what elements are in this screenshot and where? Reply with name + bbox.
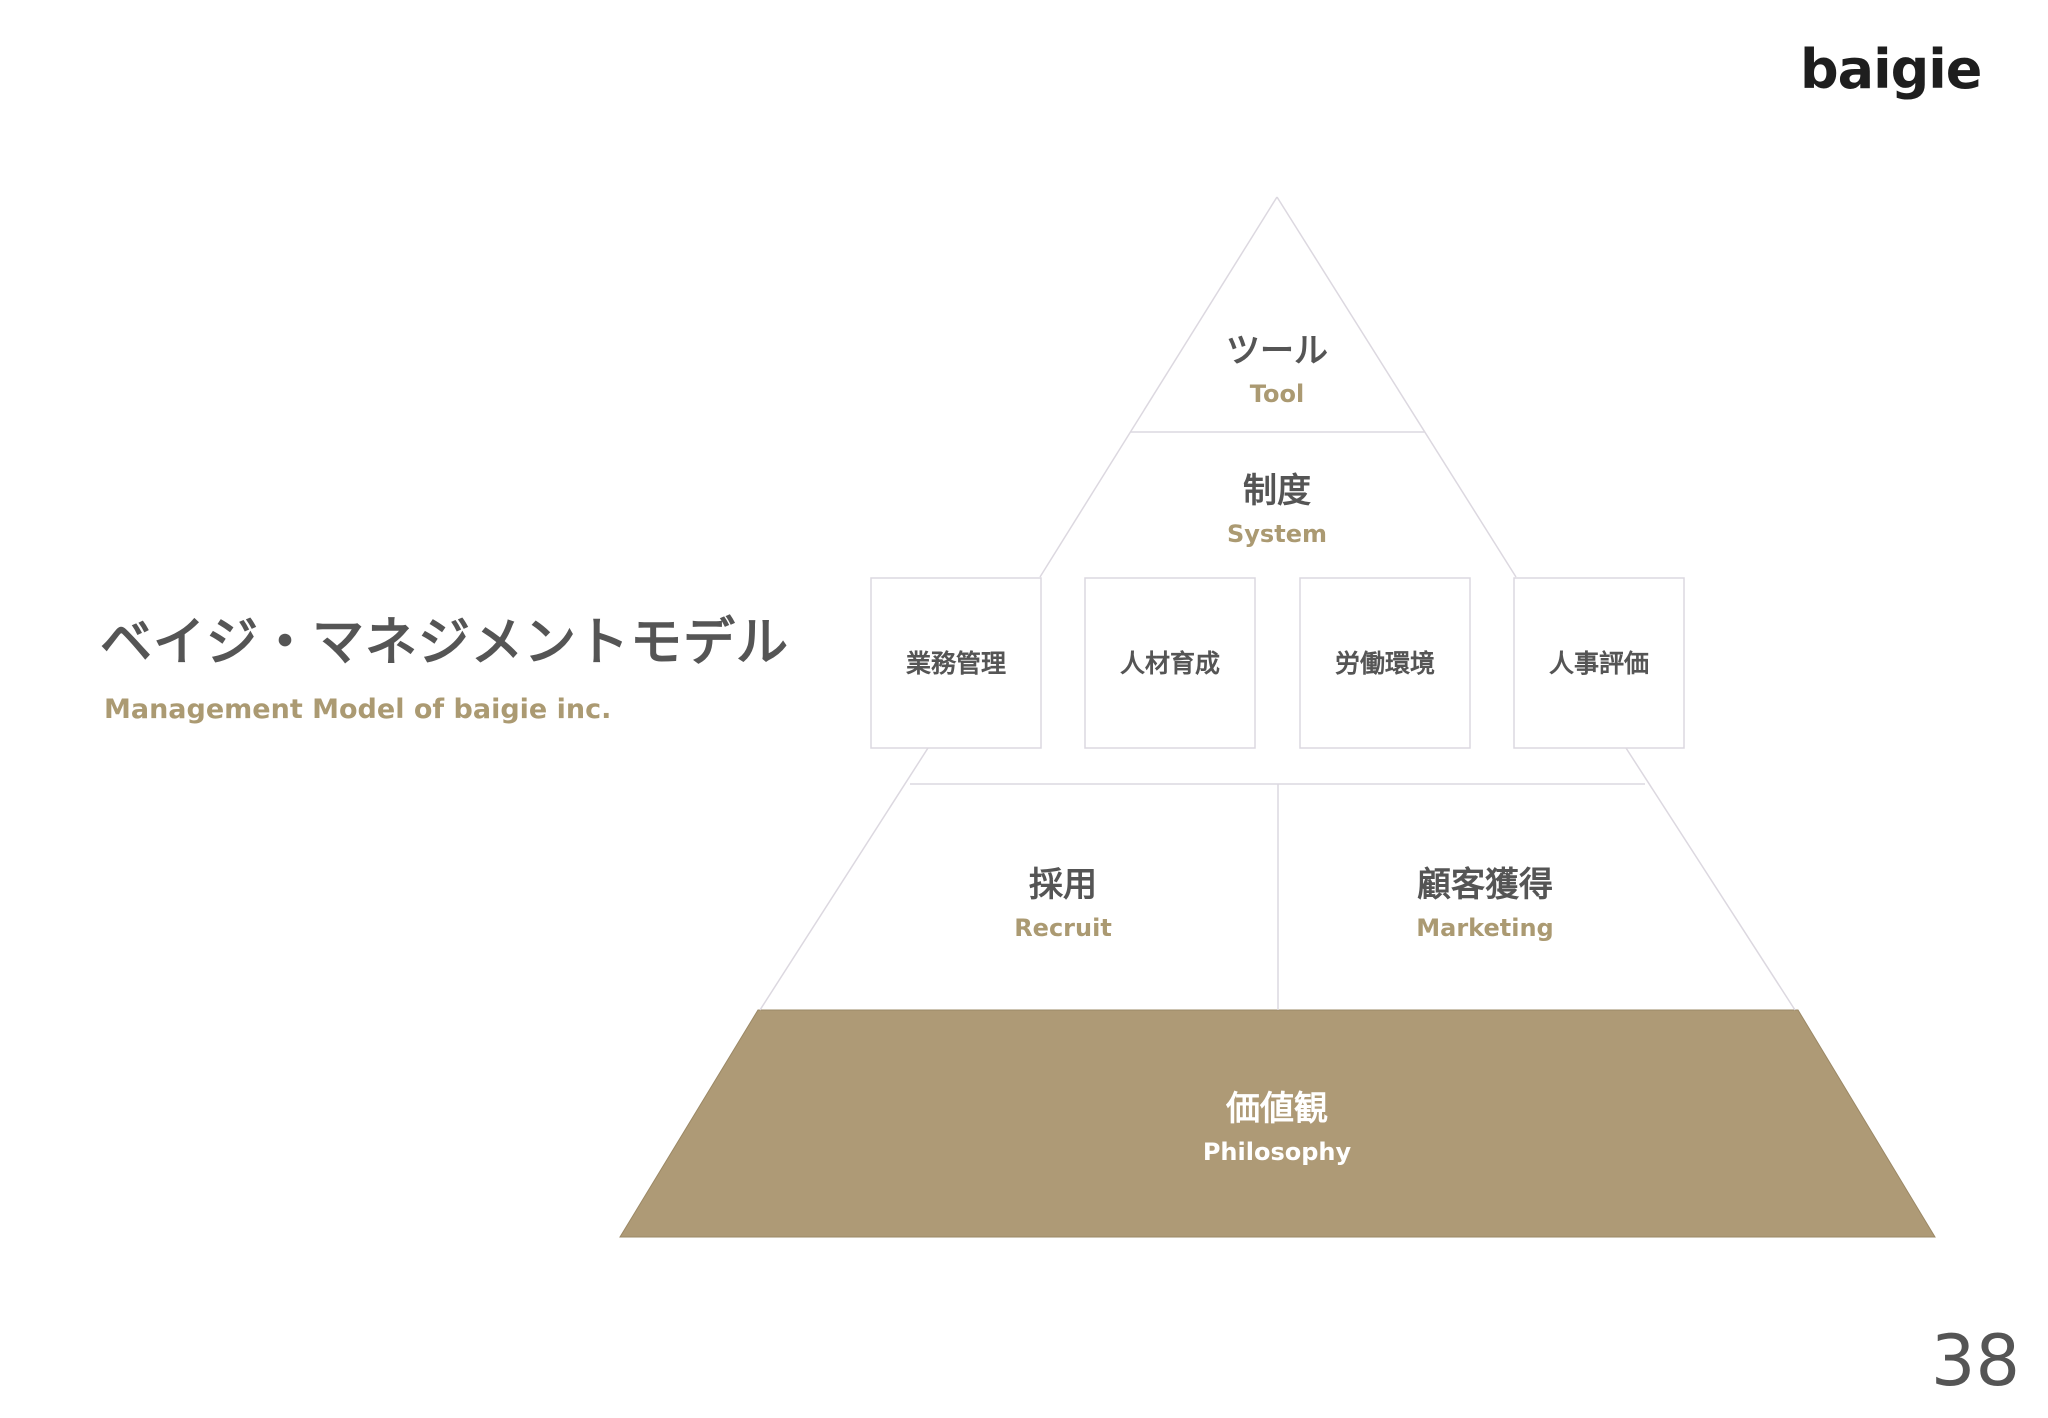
philosophy-label-en: Philosophy	[1203, 1138, 1352, 1166]
system-label-en: System	[1227, 520, 1327, 548]
system-label-jp: 制度	[1243, 471, 1311, 511]
box-label-work-environment: 労働環境	[1335, 649, 1435, 678]
marketing-label-en: Marketing	[1416, 914, 1553, 942]
philosophy-label-jp: 価値観	[1225, 1089, 1328, 1129]
box-label-talent-development: 人材育成	[1120, 649, 1220, 678]
philosophy-layer	[619, 1009, 1936, 1238]
brand-logo: baigie	[1800, 38, 1982, 101]
recruit-label-jp: 採用	[1029, 865, 1097, 905]
box-talent-development	[1084, 577, 1256, 749]
box-label-business-management: 業務管理	[906, 649, 1006, 678]
box-business-management	[870, 577, 1042, 749]
pyramid-outline	[759, 196, 1796, 1011]
marketing-label-jp: 顧客獲得	[1417, 865, 1553, 905]
page-title: ベイジ・マネジメントモデル	[100, 613, 790, 673]
tool-label-en: Tool	[1250, 380, 1304, 408]
tool-label-jp: ツール	[1226, 331, 1328, 371]
box-personnel-evaluation	[1513, 577, 1685, 749]
box-label-personnel-evaluation: 人事評価	[1549, 649, 1649, 678]
page-subtitle: Management Model of baigie inc.	[104, 694, 612, 725]
box-work-environment	[1299, 577, 1471, 749]
recruit-label-en: Recruit	[1014, 914, 1112, 942]
page-number: 38	[1930, 1320, 2020, 1402]
